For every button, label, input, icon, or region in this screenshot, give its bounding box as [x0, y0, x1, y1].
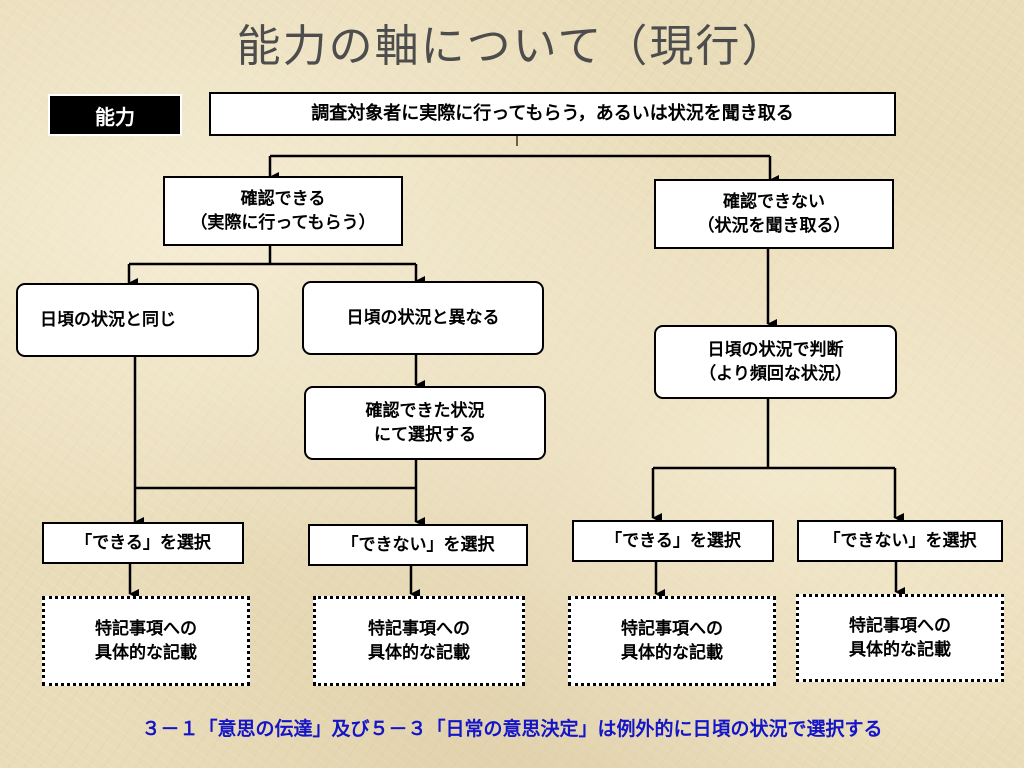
specific-note-line1: 特記事項への	[368, 619, 470, 639]
specific-note-line1: 特記事項への	[95, 619, 197, 639]
select-cannot-text-1: 「できない」を選択	[341, 535, 495, 555]
specific-note-box-4: 特記事項への 具体的な記載	[796, 594, 1004, 682]
cannot-confirm-box: 確認できない （状況を聞き取る）	[654, 179, 894, 249]
confirmed-situation-line1: 確認できた状況	[365, 401, 485, 421]
confirmed-situation-box: 確認できた状況 にて選択する	[304, 386, 546, 460]
select-can-text-2: 「できる」を選択	[605, 531, 741, 551]
can-confirm-box: 確認できる （実際に行ってもらう）	[163, 176, 403, 246]
can-confirm-line1: 確認できる	[240, 189, 326, 209]
cannot-confirm-line1: 確認できない	[723, 192, 825, 212]
judge-by-usual-line1: 日頃の状況で判断	[707, 340, 844, 360]
specific-note-box-2: 特記事項への 具体的な記載	[313, 596, 525, 686]
specific-note-line2: 具体的な記載	[95, 643, 197, 663]
differs-from-usual-box: 日頃の状況と異なる	[302, 281, 544, 355]
specific-note-box-1: 特記事項への 具体的な記載	[42, 596, 250, 686]
specific-note-line1: 特記事項への	[849, 616, 951, 636]
select-cannot-text-2: 「できない」を選択	[823, 531, 977, 551]
can-confirm-line2: （実際に行ってもらう）	[190, 213, 376, 233]
same-as-usual-text: 日頃の状況と同じ	[40, 310, 176, 330]
category-label: 能力	[48, 94, 182, 136]
same-as-usual-box: 日頃の状況と同じ	[16, 283, 259, 357]
differs-from-usual-text: 日頃の状況と異なる	[346, 308, 500, 328]
select-can-box-1: 「できる」を選択	[42, 522, 244, 564]
select-cannot-box-1: 「できない」を選択	[308, 524, 528, 566]
slide-title: 能力の軸について（現行）	[236, 21, 788, 72]
cannot-confirm-line2: （状況を聞き取る）	[697, 216, 851, 236]
select-cannot-box-2: 「できない」を選択	[797, 520, 1003, 562]
specific-note-line2: 具体的な記載	[368, 643, 470, 663]
select-can-text-1: 「できる」を選択	[75, 533, 211, 553]
confirmed-situation-line2: にて選択する	[374, 425, 476, 445]
specific-note-line2: 具体的な記載	[621, 643, 723, 663]
footer-note: ３－１「意思の伝達」及び５－３「日常の意思決定」は例外的に日頃の状況で選択する	[141, 718, 883, 740]
judge-by-usual-line2: （より頻回な状況）	[699, 364, 852, 384]
specific-note-box-3: 特記事項への 具体的な記載	[568, 596, 776, 686]
root-text: 調査対象者に実際に行ってもらう，あるいは状況を聞き取る	[311, 103, 794, 124]
select-can-box-2: 「できる」を選択	[572, 520, 774, 562]
specific-note-line2: 具体的な記載	[849, 640, 951, 660]
root-box: 調査対象者に実際に行ってもらう，あるいは状況を聞き取る	[209, 92, 896, 136]
specific-note-line1: 特記事項への	[621, 619, 723, 639]
judge-by-usual-box: 日頃の状況で判断 （より頻回な状況）	[654, 325, 897, 399]
